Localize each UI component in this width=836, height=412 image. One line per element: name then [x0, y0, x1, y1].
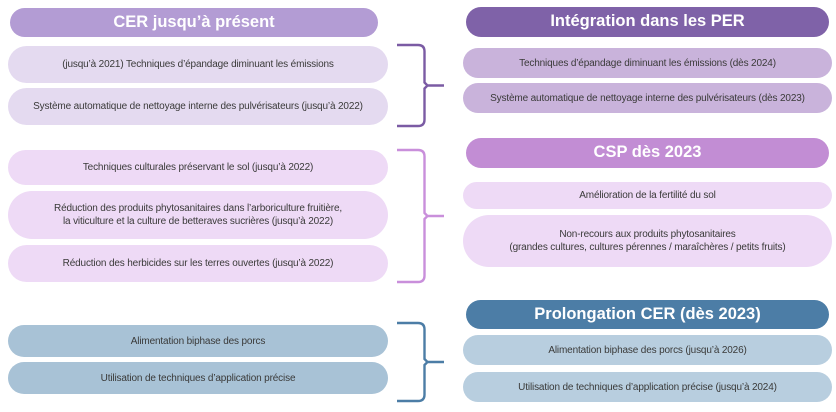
- csp-section-item-1: Amélioration de la fertilité du sol: [463, 182, 832, 209]
- csp-section-header: CSP dès 2023: [466, 138, 829, 168]
- prolongation-section-header: Prolongation CER (dès 2023): [466, 300, 829, 329]
- prolongation-section-item-2: Utilisation de techniques d’application …: [463, 372, 832, 402]
- left-per-item-1: (jusqu’à 2021) Techniques d’épandage dim…: [8, 46, 388, 83]
- per-section-item-2: Système automatique de nettoyage interne…: [463, 83, 832, 113]
- cer-brace-icon: [397, 321, 444, 403]
- per-brace-icon: [397, 43, 444, 128]
- left-per-item-2: Système automatique de nettoyage interne…: [8, 88, 388, 125]
- left-cer-item-1: Alimentation biphase des porcs: [8, 325, 388, 357]
- csp-section-item-2: Non-recours aux produits phytosanitaires…: [463, 215, 832, 267]
- left-csp-item-3: Réduction des herbicides sur les terres …: [8, 245, 388, 282]
- csp-brace-icon: [397, 148, 444, 284]
- per-section-item-1: Techniques d’épandage diminuant les émis…: [463, 48, 832, 78]
- left-cer-item-2: Utilisation de techniques d’application …: [8, 362, 388, 394]
- left-csp-item-1: Techniques culturales préservant le sol …: [8, 150, 388, 185]
- left-csp-item-2: Réduction des produits phytosanitaires d…: [8, 191, 388, 239]
- per-section-header: Intégration dans les PER: [466, 7, 829, 37]
- left-column-header: CER jusqu’à présent: [10, 8, 378, 37]
- prolongation-section-item-1: Alimentation biphase des porcs (jusqu’à …: [463, 335, 832, 365]
